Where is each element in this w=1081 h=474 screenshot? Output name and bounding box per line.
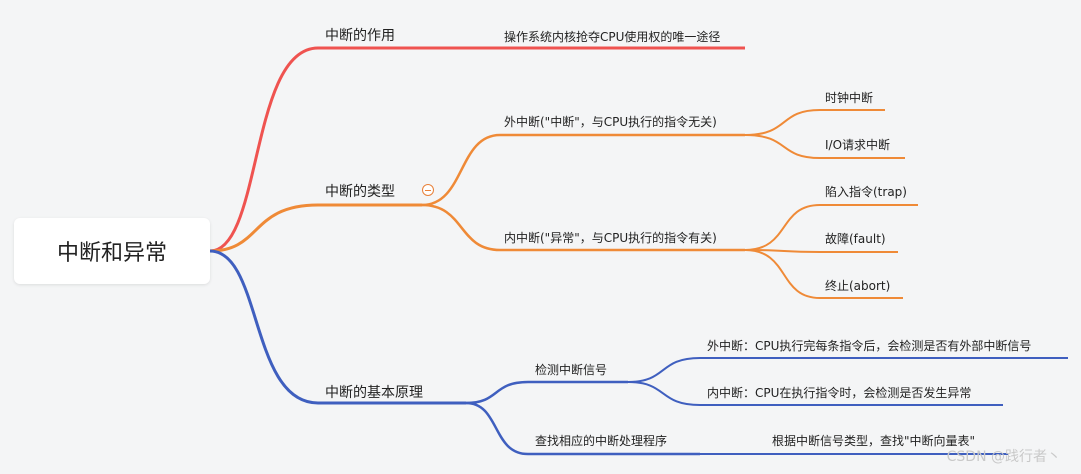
connector-trap bbox=[744, 204, 821, 251]
node-abort[interactable]: 终止(abort) bbox=[825, 279, 891, 293]
connector-types-internal bbox=[421, 203, 501, 252]
node-detect-internal[interactable]: 内中断：CPU在执行指令时，会检测是否发生异常 bbox=[707, 386, 972, 400]
root-node[interactable]: 中断和异常 bbox=[14, 218, 210, 284]
node-fault[interactable]: 故障(fault) bbox=[825, 232, 886, 246]
connector-detect-internal bbox=[627, 381, 701, 406]
node-vector-table[interactable]: 根据中断信号类型，查找"中断向量表" bbox=[772, 434, 976, 448]
node-only-way[interactable]: 操作系统内核抢夺CPU使用权的唯一途径 bbox=[504, 30, 721, 44]
collapse-toggle-icon[interactable] bbox=[422, 184, 434, 196]
node-external-interrupt[interactable]: 外中断("中断"，与CPU执行的指令无关) bbox=[504, 115, 717, 129]
node-detect-external[interactable]: 外中断：CPU执行完每条指令后，会检测是否有外部中断信号 bbox=[707, 339, 1032, 353]
connector-root-types bbox=[209, 203, 319, 253]
node-trap[interactable]: 陷入指令(trap) bbox=[825, 185, 907, 199]
node-find-handler[interactable]: 查找相应的中断处理程序 bbox=[535, 434, 668, 448]
connector-types-external bbox=[421, 133, 501, 207]
watermark: CSDN @践行者丶 bbox=[946, 449, 1061, 465]
node-principle[interactable]: 中断的基本原理 bbox=[325, 385, 423, 401]
connector-detect-external bbox=[627, 357, 701, 383]
connector-principle-detect bbox=[465, 380, 529, 405]
node-detect-signal[interactable]: 检测中断信号 bbox=[535, 363, 608, 377]
connector-fault bbox=[744, 249, 821, 253]
connector-principle-handler bbox=[465, 401, 529, 456]
node-io-interrupt[interactable]: I/O请求中断 bbox=[825, 138, 891, 152]
node-clock-interrupt[interactable]: 时钟中断 bbox=[825, 91, 874, 105]
node-types[interactable]: 中断的类型 bbox=[325, 184, 395, 200]
connector-abort bbox=[744, 249, 821, 299]
root-label: 中断和异常 bbox=[56, 241, 167, 266]
connector-root-purpose bbox=[209, 46, 319, 253]
connector-clock bbox=[744, 109, 821, 136]
node-purpose[interactable]: 中断的作用 bbox=[325, 28, 395, 44]
connector-io bbox=[744, 134, 821, 159]
connector-root-principle bbox=[209, 249, 319, 405]
node-internal-interrupt[interactable]: 内中断("异常"，与CPU执行的指令有关) bbox=[504, 231, 717, 245]
